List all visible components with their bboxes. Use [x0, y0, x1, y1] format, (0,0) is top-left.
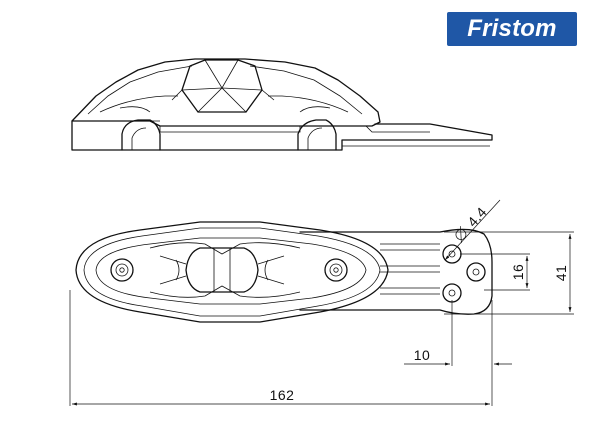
- dim-overall-length: 162: [270, 387, 295, 403]
- dim-base-width: 41: [553, 265, 569, 282]
- side-foot-left-inner: [131, 127, 147, 150]
- mount-hole-right: [466, 262, 486, 282]
- side-channel: [159, 126, 301, 133]
- side-rib-left: [119, 106, 151, 113]
- top-cleat-sides: [175, 259, 269, 281]
- cleat-bolt-right-inner: [329, 263, 343, 277]
- dim-offset: 10: [414, 347, 431, 363]
- side-contour-right: [249, 65, 363, 115]
- mount-hole-top-center: [448, 250, 456, 258]
- side-plate-step: [365, 125, 430, 133]
- diameter-symbol: [455, 229, 467, 240]
- mount-hole-bottom-center: [448, 289, 456, 297]
- dim-diameter-label: 4.4: [455, 204, 490, 244]
- top-wing-lower: [149, 285, 301, 298]
- dim-hole-spacing: 16: [510, 264, 526, 281]
- cleat-bolt-right-center: [333, 267, 339, 273]
- side-wing-right: [268, 95, 349, 113]
- side-foot-right: [297, 119, 337, 151]
- top-oval-inner: [95, 237, 367, 305]
- side-rib-right: [299, 106, 331, 113]
- dim-hole-diameter: 4.4: [464, 204, 490, 230]
- side-foot-left: [121, 119, 161, 151]
- mount-hole-bottom: [442, 283, 462, 303]
- logo-text: Fristom: [467, 15, 557, 42]
- diameter-symbol-slash: [460, 226, 462, 244]
- side-wing-left: [99, 95, 178, 113]
- cleat-bolt-left-inner: [115, 263, 129, 277]
- top-view: [75, 221, 493, 323]
- top-oval-rim: [83, 227, 381, 317]
- mount-hole-top: [442, 244, 462, 264]
- side-cleat-facet-top: [204, 59, 239, 89]
- side-cleat-facet-bottom: [197, 87, 247, 113]
- side-cleat-edges: [171, 89, 275, 101]
- mount-hole-right-center: [472, 268, 480, 276]
- fristom-logo: Fristom: [447, 12, 577, 46]
- side-body-outline: [71, 58, 381, 127]
- side-contour-left: [87, 65, 193, 115]
- top-center-cleat: [185, 247, 259, 293]
- side-foot-right-inner: [307, 127, 323, 150]
- side-base-outline: [71, 120, 493, 151]
- dim-leader-diameter: [444, 199, 501, 261]
- top-wing-ribs: [159, 255, 285, 285]
- side-view: [71, 58, 493, 151]
- cleat-bolt-left: [110, 258, 134, 282]
- cleat-bolt-right: [324, 258, 348, 282]
- top-outer-oval: [75, 221, 389, 323]
- top-wing-upper: [149, 242, 301, 255]
- cleat-bolt-left-center: [119, 267, 125, 273]
- side-center-cleat: [181, 59, 263, 113]
